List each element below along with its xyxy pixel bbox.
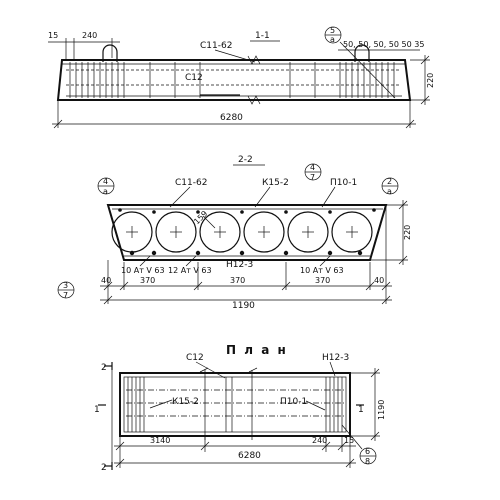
cut-1-right: 1 [358,405,364,415]
plan-title: П л а н [226,343,288,357]
plan-outline [119,372,351,437]
section-1-1: 1-1 5 а 15 240 50, 50, 50, 50 50 35 С11-… [48,26,435,129]
dim-15: 15 [48,31,58,40]
dim-3140: 3140 [150,436,170,445]
label-c12: С12 [186,353,204,363]
break-mark [247,95,261,105]
label-p10-1: П10-1 [330,178,357,188]
label-k15-2: К15-2 [172,397,199,407]
label-c11-62: С11-62 [200,41,232,51]
plan-view: П л а н С12 Н12-3 [94,343,386,473]
cut-2-bottom: 2 [101,463,107,473]
label-c12: С12 [185,73,203,83]
dim-159: 159 [192,209,209,226]
plan-end-left [127,377,145,432]
dim-1190: 1190 [377,400,386,420]
hollow-core [199,211,241,253]
lifting-loop-left [102,44,118,62]
callout-5-bottom: а [330,35,335,44]
break-mark [247,55,261,65]
section-2-2: 2-2 4 7 4 а 2 а 3 7 С11-62 К15-2 П10-1 [57,155,412,311]
cut-1-left: 1 [94,405,100,415]
label-bar-10atv63-left: 10 Ат V 63 [121,266,165,275]
callout-7: 7 [310,173,315,182]
hollow-core [155,211,197,253]
callout-2a-bottom: а [387,187,392,196]
plan-inner [123,376,347,433]
stirrups-left [69,62,125,98]
cut-2-top: 2 [101,363,107,373]
label-p10-1: П10-1 [280,397,307,407]
dim-15: 15 [344,436,354,445]
callout-8: 8 [365,457,370,466]
hollow-cores [111,211,373,253]
label-bar-12atv63: 12 Ат V 63 [168,266,212,275]
dim-220: 220 [403,225,412,240]
label-c11-62: С11-62 [175,178,207,188]
hollow-core [243,211,285,253]
label-n12-3: Н12-3 [322,353,349,363]
callout-3: 3 [63,281,68,290]
dim-370-3: 370 [315,276,330,285]
dim-40-left: 40 [101,276,111,285]
dim-240: 240 [82,31,97,40]
section-1-title: 1-1 [255,31,270,41]
dim-220: 220 [426,73,435,88]
hollow-core [287,211,329,253]
section-2-title: 2-2 [238,155,253,165]
callout-4: 4 [310,163,315,172]
dim-1190: 1190 [232,301,255,311]
label-k15-2: К15-2 [262,178,289,188]
label-n12-3: Н12-3 [226,260,253,270]
stirrups-right [339,62,395,98]
dim-240: 240 [312,436,327,445]
plan-end-right [325,377,343,432]
diameter-leader [202,215,216,229]
dim-40-right: 40 [374,276,384,285]
callout-5-top: 5 [330,26,335,35]
stirrups-mid [149,62,316,98]
callout-7-low: 7 [63,291,68,300]
dim-370-2: 370 [230,276,245,285]
rebar-dots [118,208,376,256]
lifting-loop-right [354,44,370,62]
dim-6280: 6280 [238,451,261,461]
callout-2a-top: 2 [387,177,392,186]
callout-6: 6 [365,447,370,456]
dim-spacing: 50, 50, 50, 50 50 35 [343,40,424,49]
label-bar-10atv63-right: 10 Ат V 63 [300,266,344,275]
dim-370-1: 370 [140,276,155,285]
hollow-core [331,211,373,253]
callout-4a-top: 4 [103,177,108,186]
leader-line [339,41,396,99]
beam-outline [56,59,412,101]
dim-6280: 6280 [220,113,243,123]
callout-4a-bottom: а [103,187,108,196]
